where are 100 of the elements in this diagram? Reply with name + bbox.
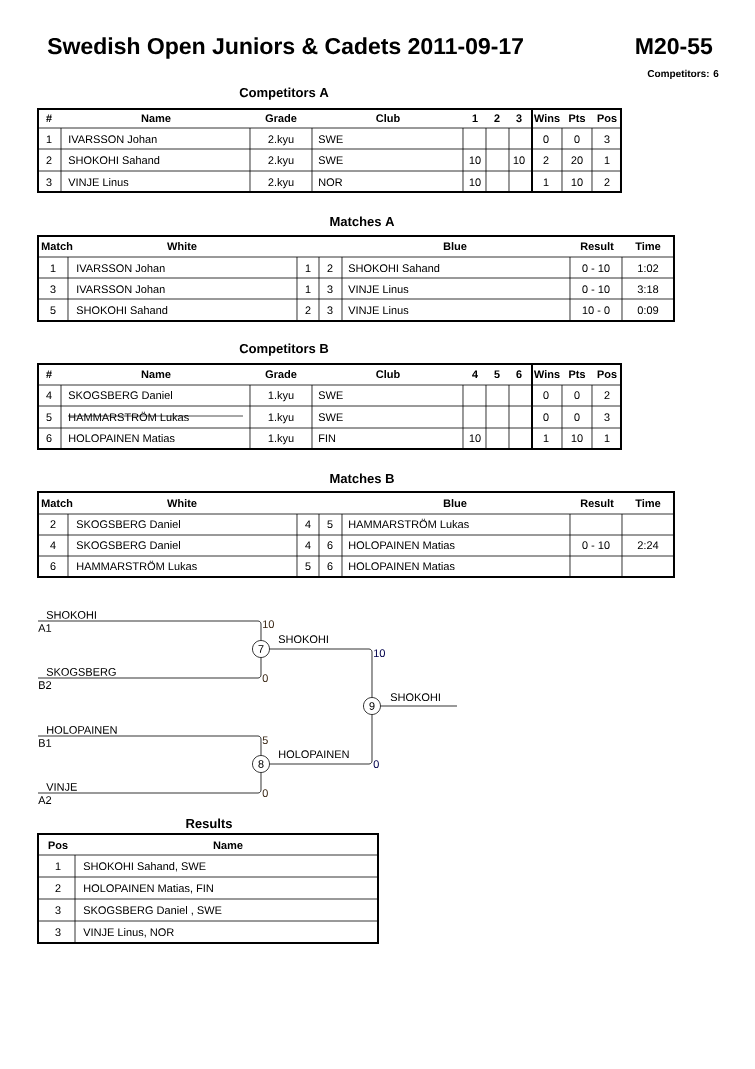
- table-text: HOLOPAINEN Matias: [349, 541, 455, 550]
- edge-label: SHOKOHI: [389, 692, 442, 703]
- table-text: 2: [55, 884, 61, 892]
- table-text: SKOGSBERG Daniel , SWE: [83, 906, 222, 916]
- table-text: 10: [571, 434, 583, 443]
- seed-label: B2: [39, 681, 52, 689]
- table-text: 3: [604, 413, 610, 422]
- score-label: 10: [263, 620, 274, 629]
- table-text: 2:24: [637, 541, 659, 549]
- section-heading: Matches A: [330, 216, 395, 227]
- bracket-name: VINJE: [46, 783, 77, 791]
- table-text: 3: [604, 135, 610, 144]
- table-text: 1: [305, 285, 311, 293]
- table-text: 1.kyu: [268, 391, 294, 402]
- bracket-line: [37, 735, 262, 756]
- table-text: SHOKOHI Sahand, SWE: [83, 862, 206, 872]
- table-text: 3: [327, 285, 333, 294]
- competitor-count: Competitors: 6: [647, 69, 719, 80]
- column-header: Club: [376, 370, 400, 379]
- table-text: 4: [305, 520, 311, 528]
- table-text: SHOKOHI Sahand: [68, 156, 160, 165]
- table-text: HOLOPAINEN Matias: [69, 434, 175, 443]
- table-text: 0: [574, 391, 580, 400]
- table-text: VINJE Linus, NOR: [83, 928, 174, 938]
- bracket-line: [380, 705, 458, 707]
- table-text: 0: [543, 391, 549, 400]
- table-text: 4: [305, 541, 311, 549]
- section-heading: Competitors B: [239, 343, 329, 356]
- table-text: FIN: [319, 434, 335, 442]
- table-text: 2: [46, 156, 52, 164]
- table-text: SHOKOHI Sahand: [76, 306, 168, 315]
- table-text: 3: [50, 285, 56, 294]
- table-text: 0 - 10: [582, 264, 610, 273]
- table-text: 0 - 10: [582, 285, 610, 294]
- table-text: 4: [50, 541, 56, 549]
- column-header: Time: [635, 242, 661, 251]
- column-header: Pos: [597, 370, 617, 379]
- column-header: Match: [41, 499, 73, 508]
- column-header: Blue: [443, 242, 467, 251]
- table-text: 1.kyu: [268, 434, 294, 445]
- column-header: Pos: [48, 841, 68, 850]
- column-header: 3: [516, 114, 522, 123]
- column-header: 2: [494, 114, 500, 122]
- table-text: 3: [46, 178, 52, 187]
- page-title: Swedish Open Juniors & Cadets 2011-09-17: [47, 37, 523, 59]
- table-text: 1: [543, 178, 549, 186]
- column-header: White: [167, 242, 197, 251]
- table-text: 2: [543, 156, 549, 164]
- table-text: HOLOPAINEN Matias: [349, 562, 455, 571]
- bracket-line: [269, 714, 373, 765]
- table-text: 10: [469, 434, 481, 443]
- table-text: SHOKOHI Sahand: [348, 264, 440, 273]
- table-text: 0: [574, 135, 580, 144]
- table-text: 5: [50, 306, 56, 315]
- table-text: HAMMARSTRÖM Lukas: [77, 560, 197, 571]
- table-text: 1: [46, 135, 52, 143]
- column-header: Wins: [533, 370, 560, 379]
- column-header: Match: [41, 242, 73, 251]
- table-text: 0: [543, 135, 549, 144]
- column-header: Time: [635, 499, 661, 508]
- edge-label: HOLOPAINEN: [277, 749, 351, 760]
- table-text: 2: [327, 264, 333, 272]
- table-text: VINJE Linus: [68, 178, 129, 187]
- table-text: SKOGSBERG Daniel: [76, 520, 180, 529]
- section-heading: Matches B: [330, 473, 394, 484]
- table-text: 3:18: [637, 285, 659, 294]
- column-header: Grade: [265, 114, 297, 123]
- table-text: 2.kyu: [268, 178, 294, 189]
- table-text: IVARSSON Johan: [77, 264, 165, 273]
- table-text: NOR: [319, 178, 343, 187]
- column-header: Pos: [597, 114, 617, 123]
- table-text: 10: [571, 178, 583, 187]
- table-text: 1: [50, 264, 56, 272]
- seed-label: A2: [38, 796, 52, 804]
- column-header: Pts: [569, 370, 586, 379]
- score-label: 5: [262, 736, 268, 745]
- table-text: 2.kyu: [268, 135, 294, 146]
- table-text: 6: [327, 562, 333, 571]
- table-text: 1:02: [638, 264, 659, 273]
- table-text: 6: [46, 434, 52, 443]
- table-text: 5: [327, 520, 333, 529]
- column-header: #: [46, 370, 52, 378]
- table-text: 2.kyu: [268, 156, 294, 167]
- table-text: 2: [50, 520, 56, 528]
- table-text: 10: [469, 178, 481, 187]
- column-header: Name: [141, 114, 171, 123]
- table-text: 2: [305, 306, 311, 314]
- struck-name: HAMMARSTRÖM Lukas: [67, 411, 244, 422]
- table-text: 2: [604, 391, 610, 399]
- table-text: 6: [327, 541, 333, 550]
- table-text: 20: [571, 156, 583, 165]
- table-text: IVARSSON Johan: [69, 135, 157, 144]
- table-text: HOLOPAINEN Matias, FIN: [84, 884, 213, 894]
- table-text: HAMMARSTRÖM Lukas: [349, 518, 469, 529]
- bracket-name: SHOKOHI: [46, 611, 96, 619]
- column-header: 4: [472, 370, 478, 378]
- category-code: M20-55: [636, 37, 713, 55]
- bracket-line: [37, 657, 262, 679]
- column-header: Result: [580, 499, 614, 508]
- column-header: Grade: [265, 370, 297, 379]
